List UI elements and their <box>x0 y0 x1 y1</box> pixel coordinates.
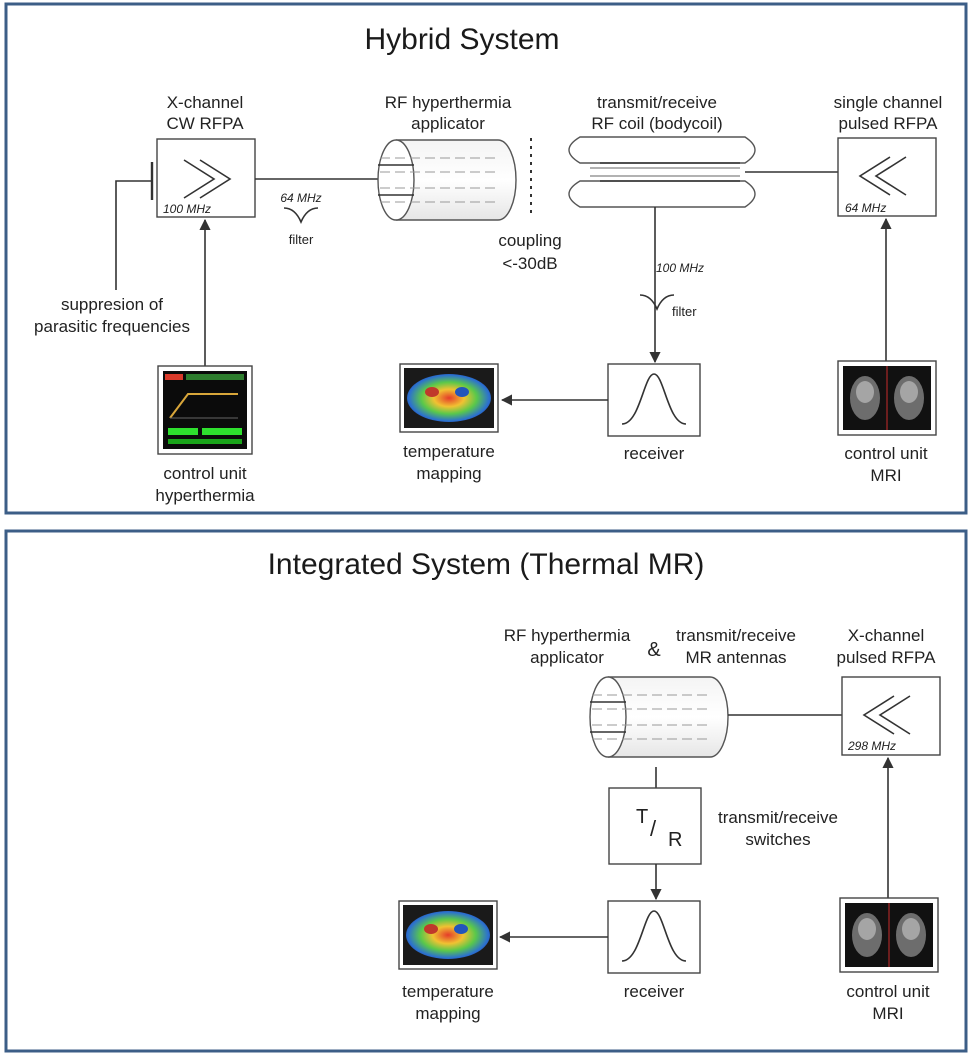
coil-label-2: RF coil (bodycoil) <box>591 114 722 133</box>
coupling-label-1: coupling <box>498 231 561 250</box>
hybrid-applicator-label-2: applicator <box>411 114 485 133</box>
bandpass-curve-icon <box>621 373 687 425</box>
suppression-label-2: parasitic frequencies <box>34 317 190 336</box>
hybrid-rfpa-right-label-1: single channel <box>834 93 943 112</box>
hybrid-applicator-label-1: RF hyperthermia <box>385 93 512 112</box>
integrated-applicator-cylinder <box>589 676 729 758</box>
suppression-line <box>115 180 152 290</box>
hybrid-mri-label-1: control unit <box>844 444 927 463</box>
switch-label-1: transmit/receive <box>718 808 838 827</box>
amplifier-symbol-icon <box>183 159 232 199</box>
tr-switch-slash: / <box>650 816 657 841</box>
filter-right-label: filter <box>672 304 697 319</box>
hybrid-rfpa-left-freq: 100 MHz <box>163 202 211 216</box>
bandpass-curve-icon <box>621 910 687 962</box>
coupling-label-2: <-30dB <box>502 254 557 273</box>
control-hyper-label-1: control unit <box>163 464 246 483</box>
hybrid-rfpa-right: 64 MHz <box>837 137 937 217</box>
integrated-mri-control-screen <box>839 897 939 973</box>
hybrid-temperature-map-image <box>399 363 499 433</box>
hybrid-panel-frame <box>4 2 968 515</box>
control-hyper-label-2: hyperthermia <box>155 486 255 505</box>
integrated-rfpa-label-1: X-channel <box>848 626 925 645</box>
hybrid-receiver-label: receiver <box>624 444 685 463</box>
hybrid-title: Hybrid System <box>364 23 559 56</box>
integrated-receiver <box>607 900 701 974</box>
tr-switch: T / R <box>608 787 702 865</box>
coil-label-1: transmit/receive <box>597 93 717 112</box>
antennas-label-2: MR antennas <box>685 648 786 667</box>
hybrid-tempmap-label-2: mapping <box>416 464 481 483</box>
hybrid-applicator-cylinder <box>377 139 517 221</box>
antennas-label-1: transmit/receive <box>676 626 796 645</box>
hybrid-rfpa-left-label-1: X-channel <box>167 93 244 112</box>
control-unit-hyperthermia-screen <box>157 365 253 455</box>
tr-switch-t: T <box>636 806 648 828</box>
tr-switch-r: R <box>668 829 682 851</box>
filter-right-freq: 100 MHz <box>656 261 704 275</box>
integrated-title: Integrated System (Thermal MR) <box>268 548 705 581</box>
integrated-applicator-label-2: applicator <box>530 648 604 667</box>
filter-left-label: filter <box>289 232 314 247</box>
filter-left-icon <box>283 207 319 225</box>
hybrid-tempmap-label-1: temperature <box>403 442 495 461</box>
integrated-receiver-label: receiver <box>624 982 685 1001</box>
integrated-applicator-label-1: RF hyperthermia <box>504 626 631 645</box>
hybrid-receiver <box>607 363 701 437</box>
integrated-tempmap-label-1: temperature <box>402 982 494 1001</box>
suppression-label-1: suppresion of <box>61 295 163 314</box>
integrated-mri-label-2: MRI <box>872 1004 903 1023</box>
amplifier-symbol-icon <box>858 156 907 196</box>
integrated-rfpa-label-2: pulsed RFPA <box>837 648 937 667</box>
hybrid-mri-control-screen <box>837 360 937 436</box>
hybrid-rfpa-left: 100 MHz <box>156 138 256 218</box>
hybrid-rfpa-right-freq: 64 MHz <box>845 201 886 215</box>
hybrid-panel: Hybrid System X-channel CW RFPA 100 MHz … <box>4 2 968 515</box>
bodycoil-icon <box>568 136 756 208</box>
integrated-panel-frame <box>4 529 968 1053</box>
ampersand: & <box>647 639 661 661</box>
hybrid-rfpa-left-label-2: CW RFPA <box>166 114 244 133</box>
filter-left-freq: 64 MHz <box>280 191 321 205</box>
filter-right-icon <box>639 294 675 312</box>
switch-label-2: switches <box>745 830 810 849</box>
integrated-panel: Integrated System (Thermal MR) RF hypert… <box>4 529 968 1053</box>
hybrid-rfpa-right-label-2: pulsed RFPA <box>839 114 939 133</box>
amplifier-symbol-icon <box>862 695 911 735</box>
integrated-rfpa-freq: 298 MHz <box>847 739 896 753</box>
hybrid-mri-label-2: MRI <box>870 466 901 485</box>
integrated-rfpa: 298 MHz <box>841 676 941 756</box>
integrated-tempmap-label-2: mapping <box>415 1004 480 1023</box>
integrated-mri-label-1: control unit <box>846 982 929 1001</box>
integrated-temperature-map-image <box>398 900 498 970</box>
